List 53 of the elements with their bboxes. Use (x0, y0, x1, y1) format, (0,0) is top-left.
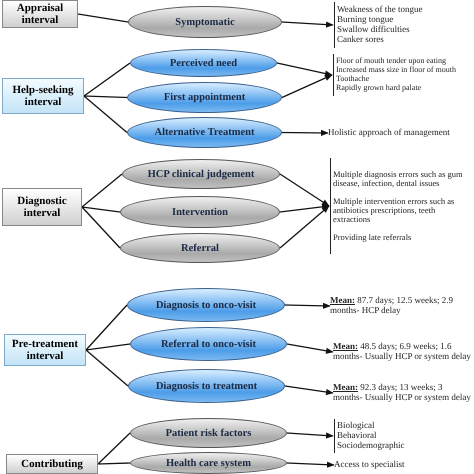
interval-label: Pre-treatment interval (10, 338, 80, 362)
stage-label: Referral to onco-visit (160, 338, 256, 350)
interval-label: Contributing (21, 458, 83, 470)
stage-label: Intervention (172, 206, 228, 218)
stage-label: Perceived need (170, 58, 238, 68)
connector-arrow (284, 385, 334, 396)
interval-label: Help-seeking interval (11, 84, 75, 108)
note-text: Mean: 48.5 days; 6.9 weeks; 1.6 months- Usually HCP or system delay (333, 342, 472, 362)
note-text: Burning tongue (337, 15, 394, 25)
stage-label: Patient risk factors (166, 428, 252, 438)
interval-box (2, 78, 84, 114)
note-text: Toothache (336, 75, 370, 84)
note-text: Biological (337, 421, 374, 432)
connector-arrow (282, 74, 333, 98)
interval-box (2, 188, 82, 226)
connector-arrow (286, 432, 334, 439)
connector-arrow (276, 62, 333, 77)
interval-label: Appraisal interval (16, 2, 64, 26)
connector-arrow (280, 173, 330, 207)
note-text: Swallow difficulties (337, 25, 410, 35)
stage-label: First appointment (164, 92, 246, 103)
connector-arrow (286, 343, 334, 354)
stage-label: HCP clinical judgement (148, 168, 254, 180)
stage-label: Symptomatic (175, 16, 235, 28)
stage-label: Alternative Treatment (154, 127, 254, 138)
note-text: Weakness of the tongue (337, 5, 422, 16)
connector-arrow (280, 204, 330, 213)
note-text: Increased mass size in floor of mouth (336, 66, 456, 75)
connector-arrow (286, 462, 335, 468)
stage-label: Diagnosis to onco-visit (156, 300, 256, 310)
note-text: Multiple diagnosis errors such as gum disease, infection, dental issues (333, 170, 464, 189)
note-text: Mean: 87.7 days; 12.5 weeks; 2.9 months- HCP delay (330, 296, 454, 316)
interval-box (4, 334, 86, 366)
connector-arrow (280, 206, 330, 248)
note-text: Behavioral (337, 431, 376, 441)
connector-arrow (282, 21, 334, 28)
note-text: Access to specialist (334, 460, 404, 470)
connector-arrow (282, 130, 329, 136)
note-text: Rapidly grown hard palate (336, 84, 422, 93)
interval-label: Diagnostic interval (16, 195, 68, 219)
note-text: Floor of mouth tender upon eating (336, 57, 446, 66)
note-text: Holistic approach of management (328, 128, 450, 138)
note-text: Canker sores (337, 34, 384, 45)
interval-box (2, 0, 78, 28)
note-text: Providing late referrals (333, 232, 412, 242)
stage-label: Referral (181, 242, 219, 254)
interval-box (6, 454, 98, 474)
note-text: Sociodemographic (337, 440, 404, 451)
connector-arrow (284, 302, 331, 309)
stage-label: Diagnosis to treatment (156, 380, 258, 392)
note-text: Multiple intervention errors such as antibiotics prescriptions, teeth extractions (333, 196, 456, 225)
note-text: Mean: 92.3 days; 13 weeks; 3 months- Usually HCP or system delay (333, 383, 472, 403)
stage-label: Health care system (166, 458, 251, 468)
